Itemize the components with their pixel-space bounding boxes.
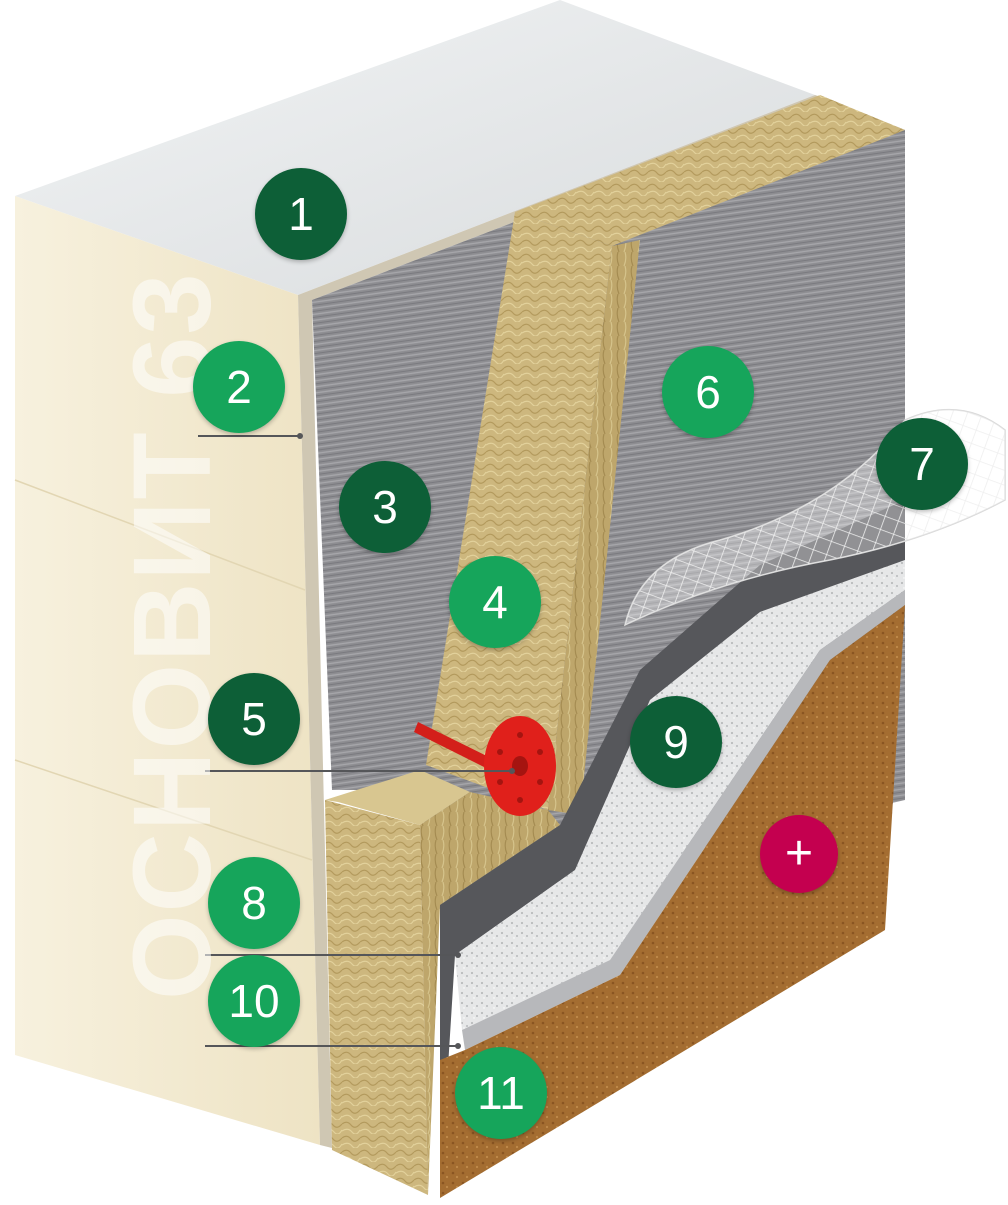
marker-1[interactable]: 1 xyxy=(255,168,347,260)
marker-label: 5 xyxy=(241,693,267,745)
marker-8[interactable]: 8 xyxy=(208,857,300,949)
substrate-top-face xyxy=(15,0,815,295)
decorative-plaster-layer xyxy=(455,560,905,1030)
marker-label: 4 xyxy=(482,576,508,628)
insulation-block-side xyxy=(420,792,560,1195)
marker-10[interactable]: 10 xyxy=(208,955,300,1047)
intermediate-coat-layer xyxy=(462,590,905,1050)
insulation-block-front xyxy=(325,800,428,1195)
marker-label: 11 xyxy=(477,1067,525,1119)
insulation-slab-front xyxy=(426,212,612,810)
marker-plus[interactable]: + xyxy=(760,815,838,893)
marker-label: 1 xyxy=(288,188,314,240)
marker-2[interactable]: 2 xyxy=(193,341,285,433)
marker-6[interactable]: 6 xyxy=(662,346,754,438)
primer-layer xyxy=(440,500,905,1195)
insulation-dowel xyxy=(414,716,556,816)
reinforcing-mesh-panel xyxy=(580,130,905,815)
marker-3[interactable]: 3 xyxy=(339,461,431,553)
marker-label: 6 xyxy=(695,366,721,418)
marker-7[interactable]: 7 xyxy=(876,418,968,510)
insulation-block-top xyxy=(325,770,470,825)
marker-label: 3 xyxy=(372,481,398,533)
marker-label: 10 xyxy=(228,975,280,1027)
insulation-slab-side xyxy=(548,240,640,815)
marker-11[interactable]: 11 xyxy=(455,1047,547,1139)
marker-label: 8 xyxy=(241,877,267,929)
finish-coat-layer xyxy=(440,605,905,1198)
insulation-slab-top xyxy=(515,95,905,246)
marker-5[interactable]: 5 xyxy=(208,673,300,765)
marker-label: 9 xyxy=(663,716,689,768)
marker-label: + xyxy=(784,827,814,880)
marker-4[interactable]: 4 xyxy=(449,556,541,648)
marker-label: 7 xyxy=(909,438,935,490)
marker-9[interactable]: 9 xyxy=(630,696,722,788)
marker-label: 2 xyxy=(226,361,252,413)
